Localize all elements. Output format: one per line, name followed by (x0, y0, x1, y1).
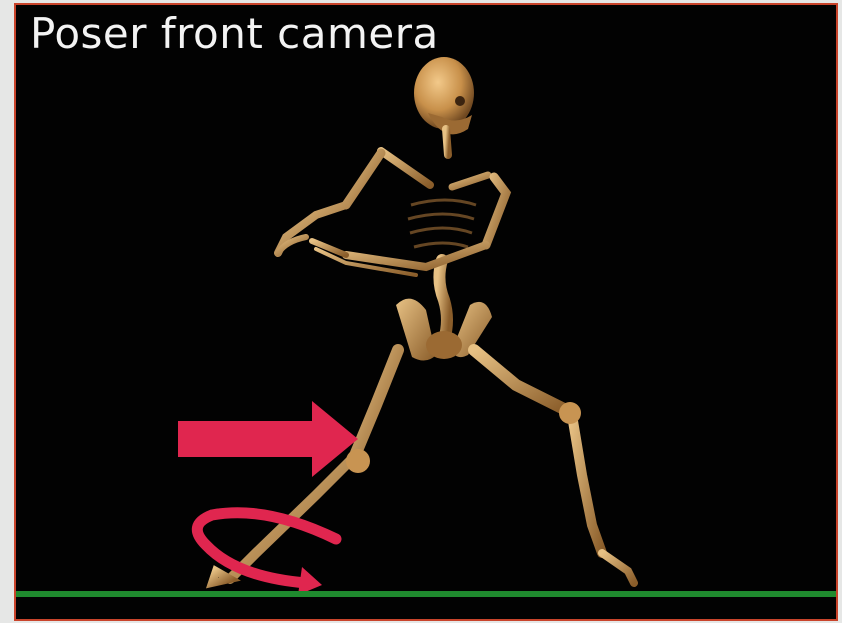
rib-cage (408, 200, 476, 247)
poser-viewport[interactable]: Poser front camera (14, 3, 838, 621)
shoulders (381, 151, 488, 187)
right-arrow-icon (178, 401, 358, 477)
right-knee (559, 402, 581, 424)
right-leg (474, 350, 634, 583)
skeleton-figure (16, 5, 836, 619)
viewport-title: Poser front camera (30, 11, 439, 57)
left-knee (346, 449, 370, 473)
left-arm (278, 153, 381, 253)
skull (414, 57, 474, 134)
right-arm (312, 177, 506, 275)
left-leg (212, 350, 398, 583)
ground-plane-line (16, 591, 836, 597)
spine (439, 129, 448, 340)
